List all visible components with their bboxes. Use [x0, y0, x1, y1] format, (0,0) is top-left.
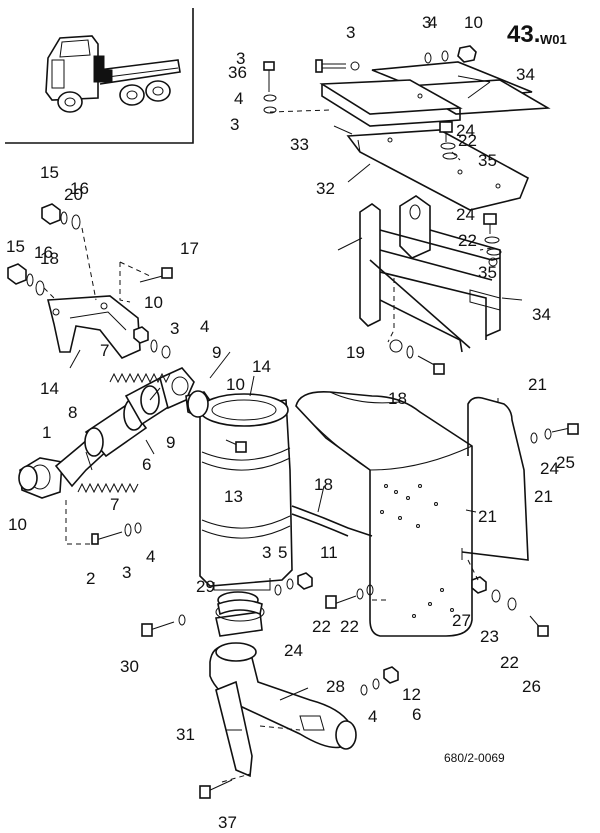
- part-label-35: 35: [478, 151, 497, 170]
- part-label-30: 30: [120, 657, 139, 676]
- bracket-tab: [299, 715, 325, 731]
- part-label-25: 25: [556, 453, 575, 472]
- part-label-14: 14: [40, 379, 59, 398]
- part-label-4: 4: [200, 317, 209, 336]
- cover-plate-assembly: [319, 61, 551, 211]
- part-label-21: 21: [534, 487, 553, 506]
- part-label-10: 10: [464, 13, 483, 32]
- part-label-22: 22: [312, 617, 331, 636]
- dashed-leader-lines: [43, 109, 493, 783]
- part-label-15: 15: [6, 237, 25, 256]
- housing-19: [295, 390, 473, 637]
- truck-location-inset: [5, 8, 194, 144]
- part-label-24: 24: [456, 121, 475, 140]
- part-label-29: 29: [196, 577, 215, 596]
- part-label-4: 4: [368, 707, 377, 726]
- silencer-canister-12: [199, 393, 293, 591]
- part-label-12: 12: [402, 685, 421, 704]
- part-label-13: 13: [224, 487, 243, 506]
- part-label-3: 3: [422, 13, 431, 32]
- part-label-33: 33: [290, 135, 309, 154]
- part-label-35: 35: [478, 263, 497, 282]
- part-label-17: 17: [180, 239, 199, 258]
- part-label-16: 16: [70, 179, 89, 198]
- part-label-16: 16: [34, 243, 53, 262]
- part-label-21: 21: [528, 375, 547, 394]
- label-leader-lines: [69, 75, 523, 731]
- part-label-3: 3: [122, 563, 131, 582]
- spring-lower: [77, 482, 139, 494]
- part-label-14: 14: [252, 357, 271, 376]
- drawing-reference-code: 680/2-0069: [444, 751, 505, 765]
- page-number: 43.: [507, 21, 540, 48]
- part-label-2: 2: [86, 569, 95, 588]
- part-label-22: 22: [458, 131, 477, 150]
- part-label-23: 23: [480, 627, 499, 646]
- part-label-22: 22: [458, 231, 477, 250]
- part-label-10: 10: [144, 293, 163, 312]
- part-label-5: 5: [278, 543, 287, 562]
- spring-upper: [109, 372, 171, 384]
- part-label-10: 10: [8, 515, 27, 534]
- support-29: [215, 680, 253, 778]
- part-label-10: 10: [226, 375, 245, 394]
- part-label-4: 4: [146, 547, 155, 566]
- part-label-7: 7: [100, 341, 109, 360]
- part-label-7: 7: [110, 495, 119, 514]
- part-label-37: 37: [218, 813, 237, 832]
- part-label-28: 28: [326, 677, 345, 696]
- part-label-24: 24: [456, 205, 475, 224]
- part-label-22: 22: [500, 653, 519, 672]
- part-label-4: 4: [428, 13, 437, 32]
- part-label-1: 1: [42, 423, 51, 442]
- part-label-19: 19: [346, 343, 365, 362]
- part-label-32: 32: [316, 179, 335, 198]
- retaining-rod-20: [461, 396, 529, 561]
- part-label-26: 26: [522, 677, 541, 696]
- part-label-18: 18: [40, 249, 59, 268]
- part-label-34: 34: [532, 305, 551, 324]
- pipe-bracket-13: [46, 295, 141, 359]
- part-label-22: 22: [340, 617, 359, 636]
- perforations: [380, 484, 454, 618]
- part-label-27: 27: [452, 611, 471, 630]
- part-label-3: 3: [230, 115, 239, 134]
- part-label-18: 18: [314, 475, 333, 494]
- part-label-9: 9: [212, 343, 221, 362]
- part-label-20: 20: [64, 185, 83, 204]
- part-label-18: 18: [388, 389, 407, 408]
- part-label-3: 3: [346, 23, 355, 42]
- part-label-6: 6: [412, 705, 421, 724]
- part-label-8: 8: [68, 403, 77, 422]
- page-number-suffix: W01: [540, 32, 567, 47]
- part-label-24: 24: [540, 459, 559, 478]
- part-label-31: 31: [176, 725, 195, 744]
- part-label-4: 4: [234, 89, 243, 108]
- part-label-34: 34: [516, 65, 535, 84]
- part-label-11: 11: [320, 543, 338, 562]
- part-label-15: 15: [40, 163, 59, 182]
- part-label-3: 3: [236, 49, 245, 68]
- mounting-bracket: [359, 195, 501, 353]
- part-label-3: 3: [262, 543, 271, 562]
- part-label-9: 9: [166, 433, 175, 452]
- part-label-24: 24: [284, 641, 303, 660]
- strap-17: [291, 505, 373, 537]
- part-label-3: 3: [170, 319, 179, 338]
- part-label-36: 36: [228, 63, 247, 82]
- part-label-21: 21: [478, 507, 497, 526]
- part-label-6: 6: [142, 455, 151, 474]
- fasteners: [7, 45, 579, 799]
